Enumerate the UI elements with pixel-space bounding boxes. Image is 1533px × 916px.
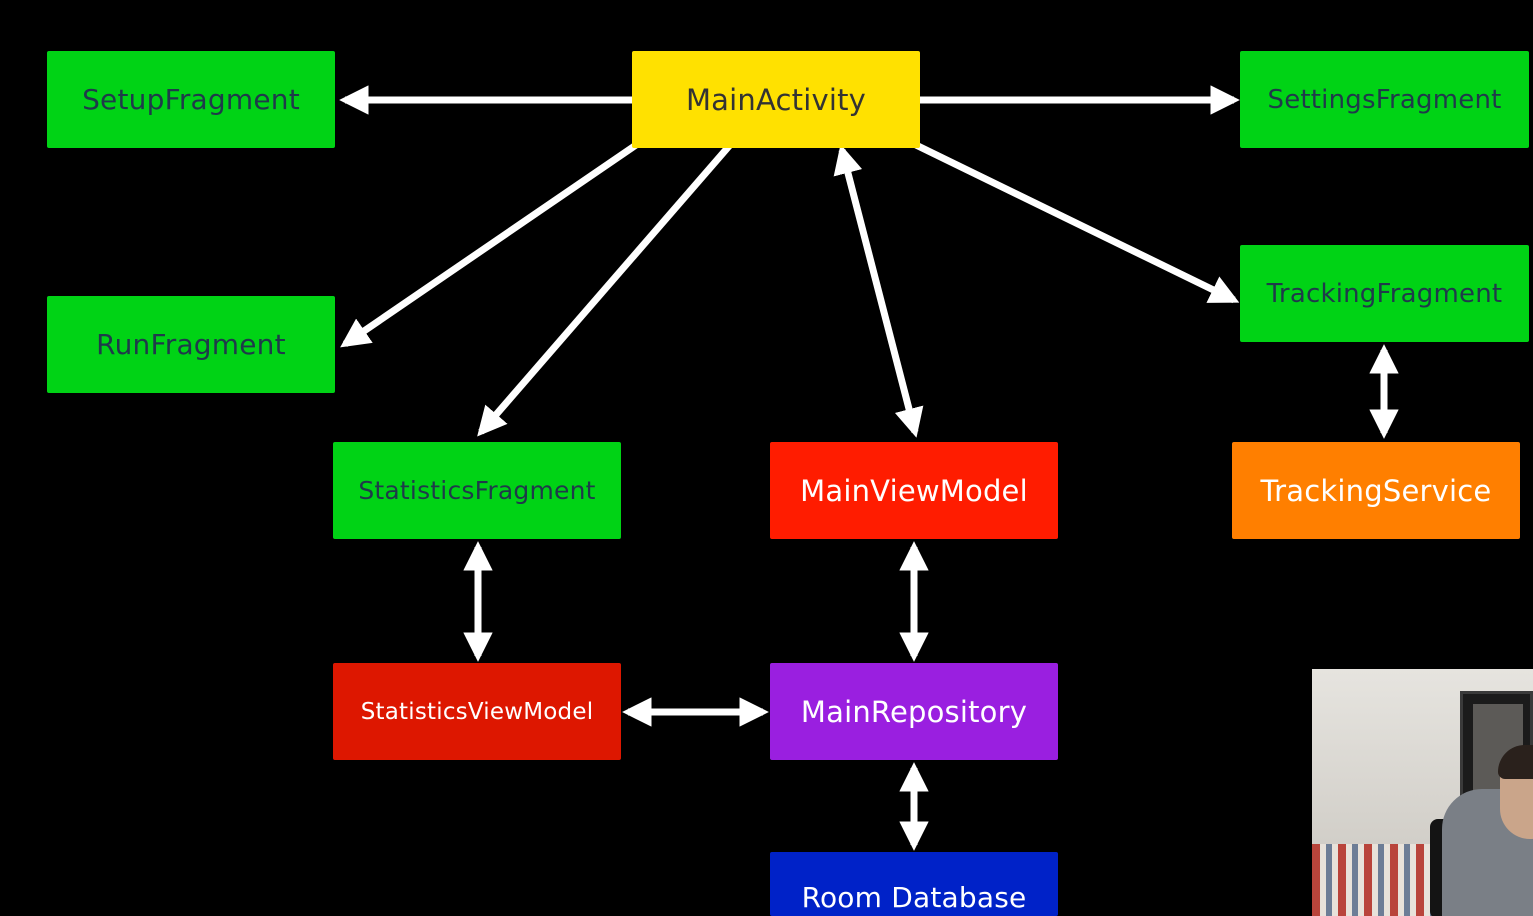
arrow-main-activity-to-statistics-fragment bbox=[477, 142, 733, 437]
node-label: RunFragment bbox=[96, 328, 286, 361]
webcam-bed bbox=[1312, 844, 1432, 916]
node-room-database: Room Database bbox=[770, 852, 1058, 916]
node-label: TrackingService bbox=[1260, 473, 1492, 508]
node-label: TrackingFragment bbox=[1266, 278, 1503, 309]
node-setup-fragment: SetupFragment bbox=[47, 51, 335, 148]
node-tracking-fragment: TrackingFragment bbox=[1240, 245, 1529, 342]
node-main-view-model: MainViewModel bbox=[770, 442, 1058, 539]
arrow-main-activity-to-main-view-model bbox=[833, 144, 924, 438]
node-label: StatisticsFragment bbox=[358, 476, 596, 505]
node-tracking-service: TrackingService bbox=[1232, 442, 1520, 539]
node-label: MainActivity bbox=[685, 82, 867, 117]
node-statistics-view-model: StatisticsViewModel bbox=[333, 663, 621, 760]
node-main-repository: MainRepository bbox=[770, 663, 1058, 760]
node-settings-fragment: SettingsFragment bbox=[1240, 51, 1529, 148]
node-label: MainViewModel bbox=[800, 473, 1028, 508]
node-label: SetupFragment bbox=[82, 83, 300, 116]
arrow-main-activity-to-tracking-fragment bbox=[914, 141, 1240, 304]
node-statistics-fragment: StatisticsFragment bbox=[333, 442, 621, 539]
node-main-activity: MainActivity bbox=[632, 51, 920, 148]
arrow-main-activity-to-run-fragment bbox=[340, 142, 638, 348]
webcam-overlay bbox=[1312, 669, 1533, 916]
node-label: SettingsFragment bbox=[1267, 84, 1502, 115]
node-label: MainRepository bbox=[800, 694, 1028, 729]
node-label: StatisticsViewModel bbox=[360, 698, 594, 725]
node-label: Room Database bbox=[801, 881, 1027, 914]
node-run-fragment: RunFragment bbox=[47, 296, 335, 393]
